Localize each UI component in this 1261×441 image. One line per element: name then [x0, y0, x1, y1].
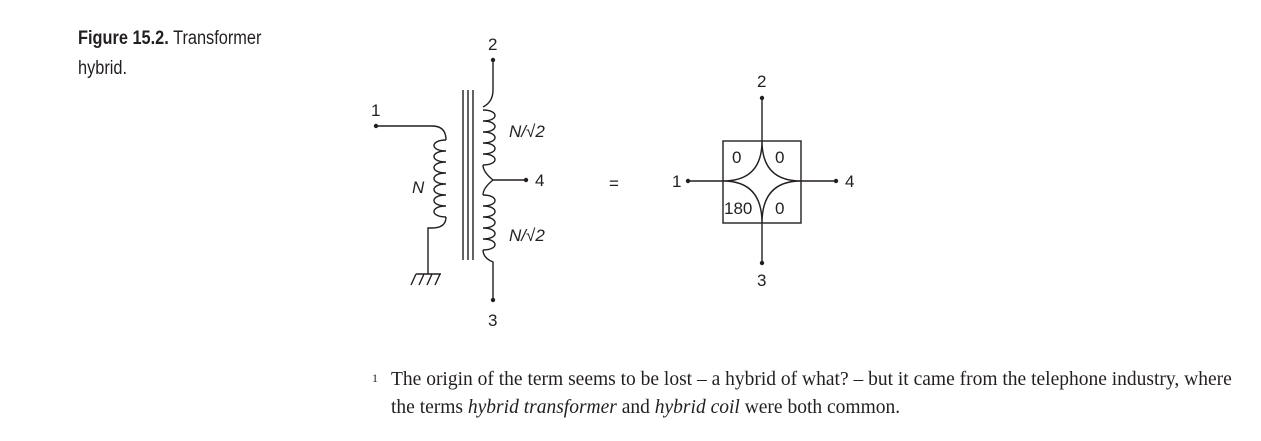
hybrid-port-leads [688, 98, 836, 263]
hybrid-port-4-label: 4 [845, 172, 854, 191]
hybrid-port-2-label: 2 [757, 72, 766, 91]
footnote-body: The origin of the term seems to be lost … [372, 366, 1232, 422]
ground-symbol [410, 273, 441, 286]
port-1-lead [376, 125, 447, 141]
terminal-3 [490, 297, 496, 303]
center-tap-lead [482, 164, 526, 196]
equals-sign: = [609, 174, 619, 193]
terminal-1 [373, 123, 379, 129]
primary-turns-label: N [412, 178, 425, 197]
upper-secondary-coil [482, 109, 496, 166]
transformer-circuit [376, 60, 526, 300]
footnote-mark: 1 [372, 371, 378, 385]
lower-secondary-coil [482, 194, 496, 251]
footnote-term-2: hybrid coil [654, 397, 740, 418]
phase-bottom-left: 180 [724, 199, 752, 218]
terminal-2 [490, 57, 496, 63]
hybrid-terminals [685, 95, 839, 266]
phase-top-left: 0 [732, 148, 741, 167]
figure-label: Figure 15.2. [78, 28, 169, 49]
transformer-port-3-label: 3 [488, 311, 497, 330]
figure-caption: Figure 15.2. Transformer hybrid. [78, 24, 276, 84]
transformer-port-4-label: 4 [535, 171, 544, 190]
footnote-text-3: were both common. [739, 397, 901, 418]
figure-title: Transformer hybrid. [78, 28, 262, 79]
hybrid-terminal-2 [759, 95, 765, 101]
footnote-term-1: hybrid transformer [467, 397, 617, 418]
hybrid-terminal-4 [833, 178, 839, 184]
primary-coil [433, 139, 447, 218]
hybrid-terminal-3 [759, 260, 765, 266]
footnote-text-1: The origin of the term seems to be lost … [391, 369, 1232, 418]
hybrid-symbol [688, 98, 836, 263]
hybrid-coupling-arcs [722, 140, 802, 224]
phase-top-right: 0 [775, 148, 784, 167]
lower-turns-label: N/√2 [509, 226, 545, 245]
transformer-terminals [373, 57, 529, 303]
hybrid-port-3-label: 3 [757, 271, 766, 290]
ground-lead [427, 216, 447, 274]
hybrid-terminal-1 [685, 178, 691, 184]
port-2-lead [482, 60, 494, 108]
transformer-core [462, 90, 474, 260]
transformer-port-2-label: 2 [488, 35, 497, 54]
footnote-text-2: and [616, 397, 655, 418]
phase-bottom-right: 0 [775, 199, 784, 218]
port-3-lead [482, 249, 494, 300]
footnote: 1 The origin of the term seems to be los… [372, 366, 1232, 422]
upper-turns-label: N/√2 [509, 122, 545, 141]
terminal-4 [523, 177, 529, 183]
transformer-port-1-label: 1 [371, 101, 380, 120]
hybrid-port-1-label: 1 [672, 172, 681, 191]
